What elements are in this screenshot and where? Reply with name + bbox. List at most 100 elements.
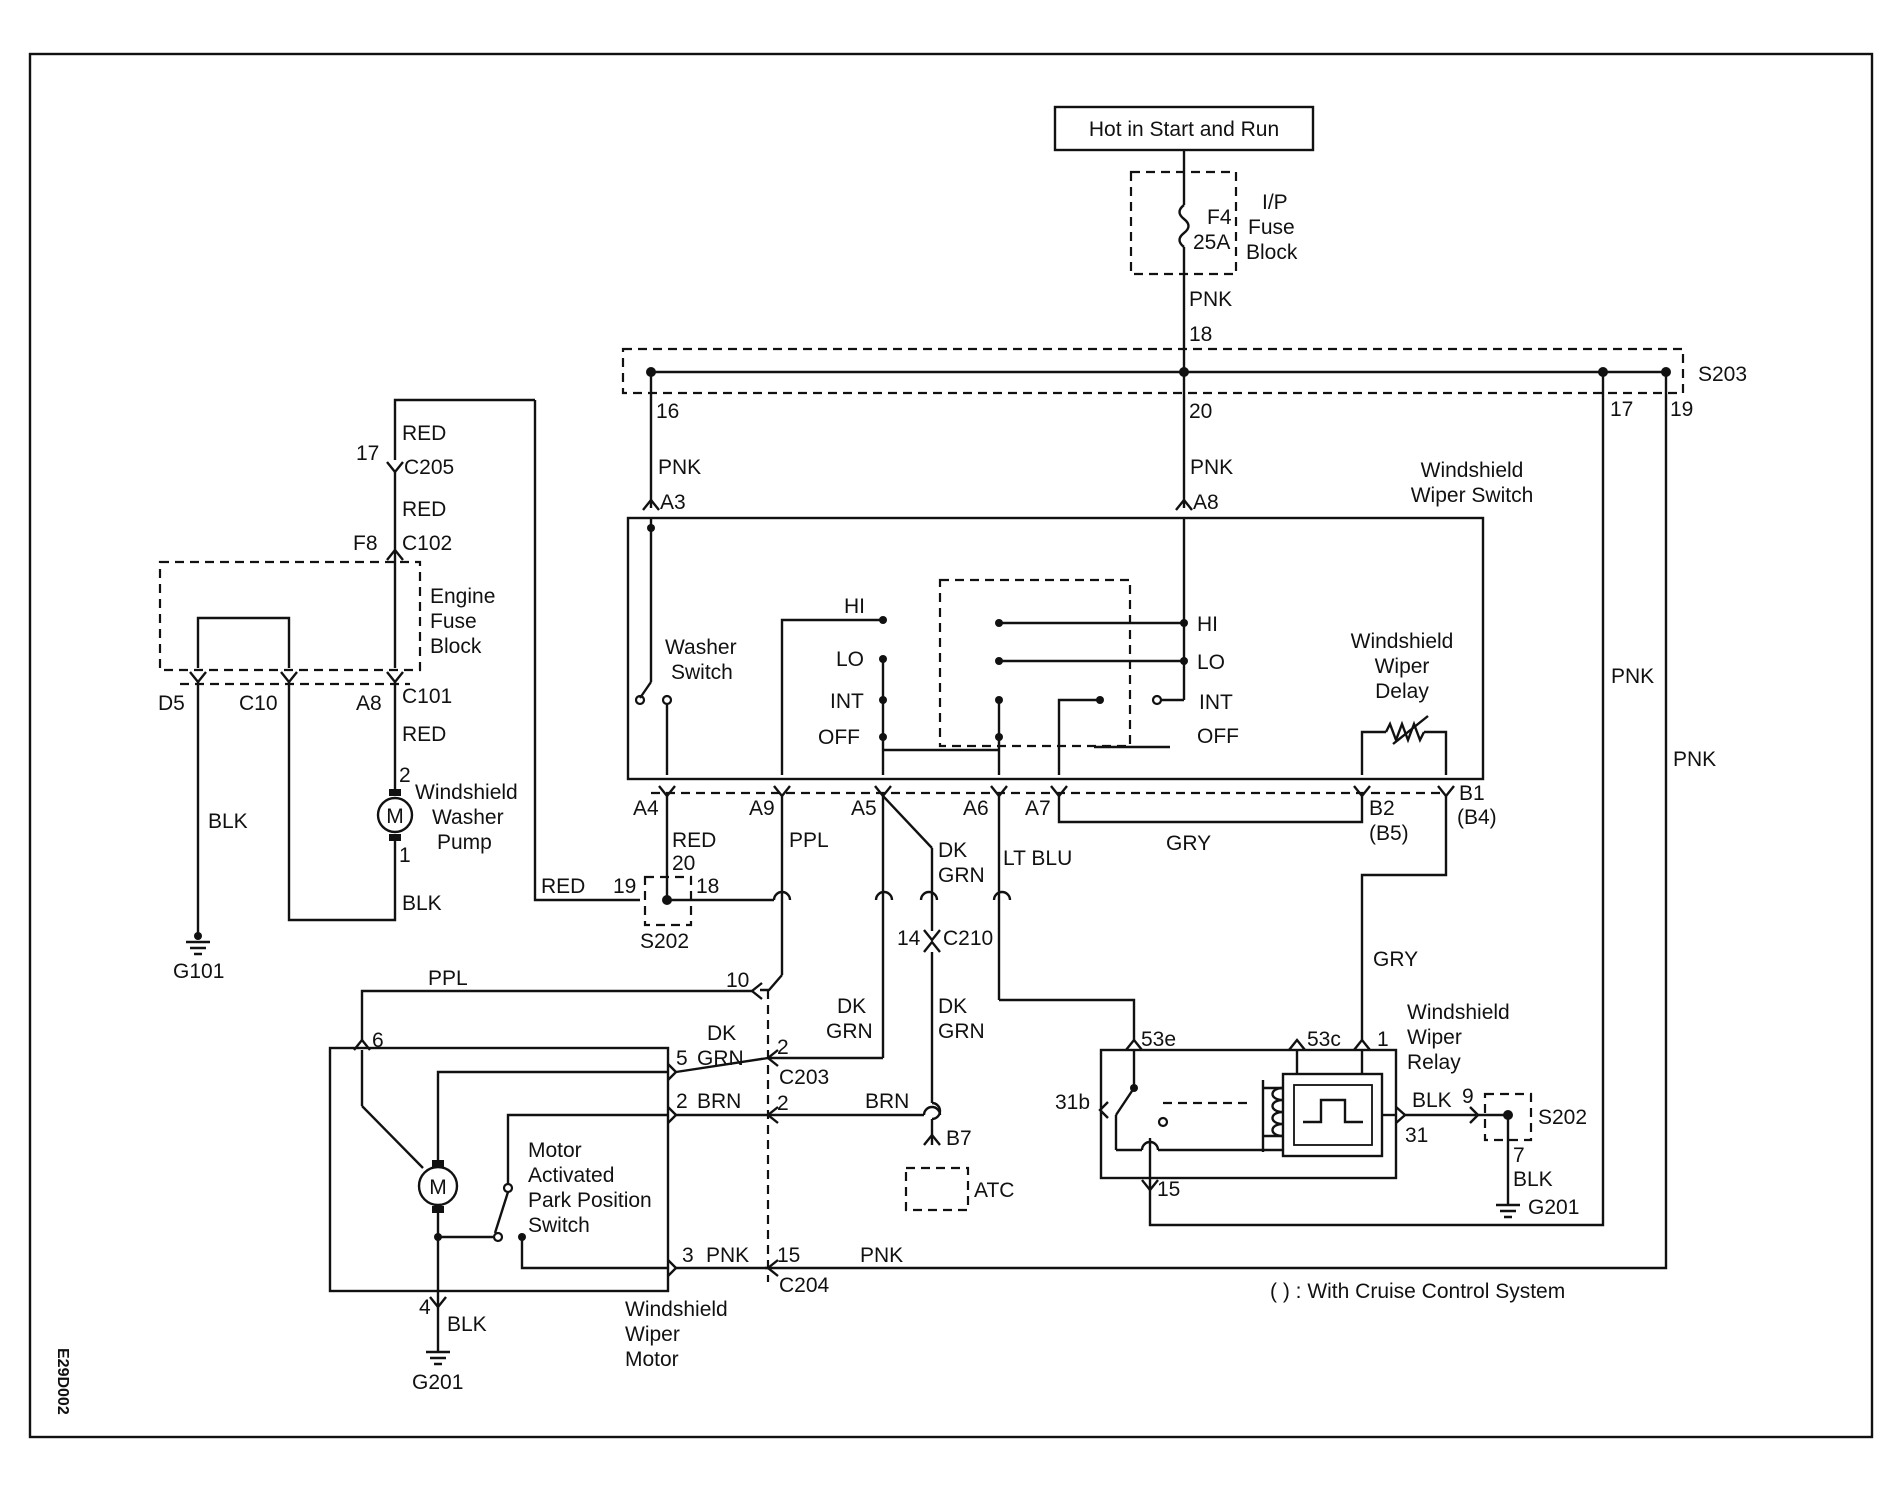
engine-fuse-label-2: Fuse — [430, 610, 477, 633]
pin-c10: C10 — [239, 692, 278, 715]
doc-code: E29D002 — [54, 1348, 71, 1415]
splice-s202-label: S202 — [640, 930, 689, 953]
splice-s202-relay-label: S202 — [1538, 1106, 1587, 1129]
relay-pin-53e: 53e — [1141, 1028, 1176, 1051]
wire-red-1: RED — [402, 422, 446, 445]
switch-right-lo: LO — [1197, 651, 1225, 674]
wire-blk-motor: BLK — [447, 1313, 487, 1336]
relay-pin-31: 31 — [1405, 1124, 1428, 1147]
wire-dk-a5: DK — [837, 995, 866, 1018]
park-switch-label-3: Park Position — [528, 1189, 652, 1212]
pin-16-splice: 16 — [656, 400, 679, 423]
relay-pin-31b: 31b — [1055, 1091, 1090, 1114]
wire-grn-a5: GRN — [826, 1020, 873, 1043]
connector-pin-2-c204: 2 — [777, 1092, 789, 1115]
park-switch-label-2: Activated — [528, 1164, 614, 1187]
wire-brn-relay: BRN — [865, 1090, 909, 1113]
relay-timer-module — [1281, 1072, 1384, 1158]
pin-a7: A7 — [1025, 797, 1051, 820]
wire-ppl-a9: PPL — [789, 829, 829, 852]
pin-b1: B1 — [1459, 782, 1485, 805]
pump-pin-1: 1 — [399, 844, 411, 867]
wire-pnk-fuse: PNK — [1189, 288, 1232, 311]
pin-a5: A5 — [851, 797, 877, 820]
pump-label-3: Pump — [437, 831, 492, 854]
s202-pin-18: 18 — [696, 875, 719, 898]
pin-17-c205: 17 — [356, 442, 379, 465]
wire-blk-relay: BLK — [1412, 1089, 1452, 1112]
wire-lt-blu: LT BLU — [1003, 847, 1072, 870]
ground-g201-motor: G201 — [412, 1371, 463, 1394]
engine-fuse-label-1: Engine — [430, 585, 495, 608]
pin-a6: A6 — [963, 797, 989, 820]
motor-pin-6: 6 — [372, 1029, 384, 1052]
relay-title-2: Wiper — [1407, 1026, 1462, 1049]
switch-left-hi: HI — [844, 595, 865, 618]
wire-red-a4: RED — [672, 829, 716, 852]
connector-c203: C203 — [779, 1066, 829, 1089]
wire-dk-a5-c210: DK — [938, 839, 967, 862]
ground-g201-relay: G201 — [1528, 1196, 1579, 1219]
splice-s202-relay — [1483, 1092, 1533, 1142]
motor-pin-5: 5 — [676, 1047, 688, 1070]
pump-label-1: Windshield — [415, 781, 518, 804]
splice-s203-label: S203 — [1698, 363, 1747, 386]
engine-fuse-block — [158, 560, 422, 672]
ground-g101-icon — [186, 940, 210, 956]
relay-pin-7: 7 — [1513, 1144, 1525, 1167]
pin-17-splice: 17 — [1610, 398, 1633, 421]
wire-pnk-motor-long: PNK — [860, 1244, 903, 1267]
pin-b1-alt: (B4) — [1457, 806, 1497, 829]
pin-19-splice: 19 — [1670, 398, 1693, 421]
motor-title-1: Windshield — [625, 1298, 728, 1321]
relay-title-3: Relay — [1407, 1051, 1461, 1074]
wire-pnk-relay15: PNK — [1611, 665, 1654, 688]
connector-c101: C101 — [402, 685, 452, 708]
cruise-note: ( ) : With Cruise Control System — [1270, 1280, 1565, 1303]
park-switch-label-1: Motor — [528, 1139, 582, 1162]
motor-pin-2: 2 — [676, 1090, 688, 1113]
relay-title-1: Windshield — [1407, 1001, 1510, 1024]
pump-m: M — [386, 805, 404, 828]
ground-g201-relay-icon — [1496, 1203, 1520, 1219]
atc-pin-b7: B7 — [946, 1127, 972, 1150]
wire-grn-a5-c210: GRN — [938, 864, 985, 887]
relay-coil-icon — [1271, 1086, 1284, 1138]
s202-pin-19: 19 — [613, 875, 636, 898]
pin-b2-alt: (B5) — [1369, 822, 1409, 845]
relay-pin-9: 9 — [1462, 1085, 1474, 1108]
wire-pnk-motor3: PNK — [1673, 748, 1716, 771]
relay-pin-15: 15 — [1157, 1178, 1180, 1201]
wire-blk-relay-ground: BLK — [1513, 1168, 1553, 1191]
wire-dk-atc: DK — [938, 995, 967, 1018]
wire-grn-atc: GRN — [938, 1020, 985, 1043]
engine-fuse-label-3: Block — [430, 635, 482, 658]
connector-pin-2-c203: 2 — [777, 1036, 789, 1059]
delay-resistor-icon — [1384, 720, 1426, 744]
pin-18-splice: 18 — [1189, 323, 1212, 346]
delay-label-3: Delay — [1375, 680, 1429, 703]
fuse-rating: 25A — [1193, 231, 1230, 254]
motor-title-2: Wiper — [625, 1323, 680, 1346]
wire-pnk-a3: PNK — [658, 456, 701, 479]
pump-pin-2: 2 — [399, 764, 411, 787]
relay-pulse-icon — [1303, 1098, 1363, 1124]
connector-pin-15: 15 — [777, 1244, 800, 1267]
connector-pin-10: 10 — [726, 969, 749, 992]
wire-red-s202: RED — [541, 875, 585, 898]
fuse-block-label-1: I/P — [1262, 191, 1288, 214]
pin-a3: A3 — [660, 491, 686, 514]
wire-brn-motor: BRN — [697, 1090, 741, 1113]
switch-right-hi: HI — [1197, 613, 1218, 636]
wire-pnk-motor: PNK — [706, 1244, 749, 1267]
washer-switch-label-1: Washer — [665, 636, 737, 659]
washer-pump-motor-icon — [376, 796, 414, 834]
pin-b2: B2 — [1369, 797, 1395, 820]
park-switch-label-4: Switch — [528, 1214, 590, 1237]
connector-pin-14: 14 — [897, 927, 921, 950]
pin-d5: D5 — [158, 692, 185, 715]
motor-pin-3: 3 — [682, 1244, 694, 1267]
switch-title-2: Wiper Switch — [1411, 484, 1534, 507]
connector-c102: C102 — [402, 532, 452, 555]
